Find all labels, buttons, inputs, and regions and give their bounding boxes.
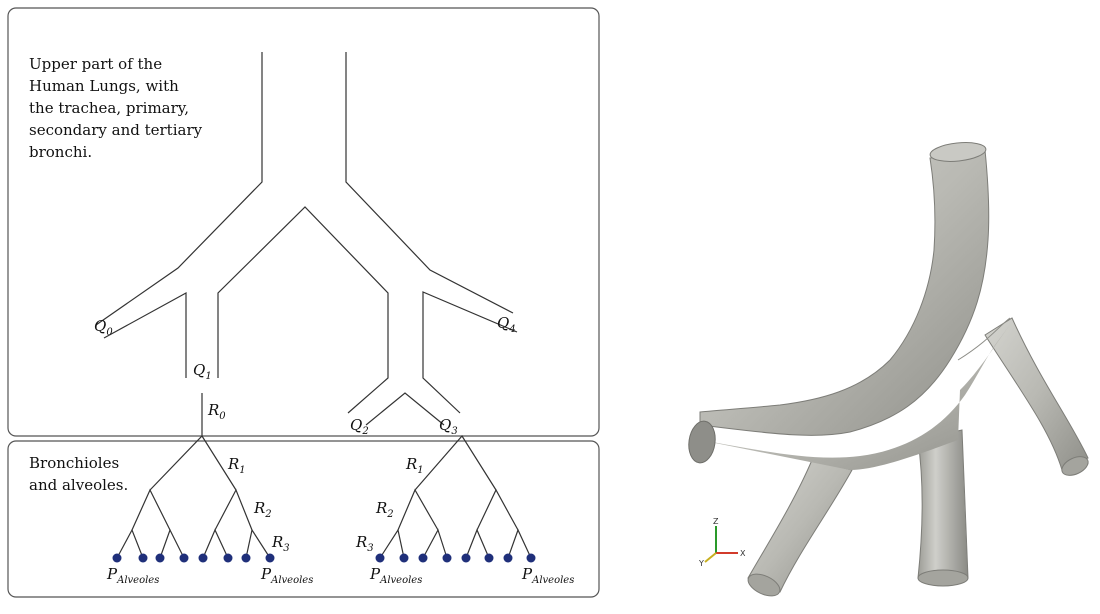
model-branch-lower-left	[747, 459, 853, 597]
resistance-label-r3-right: R3	[355, 533, 374, 554]
flow-label-q1: Q1	[193, 361, 212, 382]
svg-text:R2: R2	[375, 499, 394, 520]
bronchial-tree-outline	[95, 52, 518, 426]
svg-text:PAlveoles: PAlveoles	[369, 565, 422, 586]
left-tree-level1	[149, 435, 237, 491]
resistance-label-r1-left: R1	[227, 455, 246, 476]
svg-text:PAlveoles: PAlveoles	[106, 565, 159, 586]
svg-text:PAlveoles: PAlveoles	[521, 565, 574, 586]
branch-q3-q4-wall	[422, 291, 518, 414]
resistance-label-r1-right: R1	[405, 455, 424, 476]
alveole-node	[399, 553, 409, 563]
resistance-label-r2-left: R2	[253, 499, 272, 520]
left-tree-level3-d	[245, 528, 271, 559]
alveole-node	[112, 553, 122, 563]
pressure-label-alveoles-2: PAlveoles	[260, 565, 313, 586]
right-tree-level1	[414, 434, 497, 491]
model-main-body	[688, 142, 1012, 470]
model-branch-right	[984, 317, 1089, 476]
alveole-node	[418, 553, 428, 563]
branch-q0-inner-wall	[103, 291, 187, 378]
left-bronchiole-tree	[116, 435, 271, 559]
alveole-node	[484, 553, 494, 563]
alveole-node	[526, 553, 536, 563]
y-axis-label: Y	[698, 559, 704, 568]
axes-triad: Z Y X	[698, 517, 746, 568]
svg-text:Q0: Q0	[94, 317, 113, 338]
svg-text:Q2: Q2	[350, 416, 369, 437]
svg-text:Q3: Q3	[439, 416, 458, 437]
upper-airways-panel: Upper part of the Human Lungs, with the …	[7, 7, 600, 437]
upper-description: Upper part of the Human Lungs, with the …	[29, 55, 207, 161]
lower-panel-frame	[7, 440, 600, 598]
alveole-node	[138, 553, 148, 563]
left-tree-level3-c	[202, 528, 229, 559]
z-axis-label: Z	[713, 517, 719, 526]
left-tree-level2-a	[131, 488, 171, 531]
flow-label-q0: Q0	[94, 317, 113, 338]
carina-inner-wall	[217, 206, 389, 414]
right-tree-level3-b	[422, 528, 448, 559]
y-axis-arrow	[704, 552, 717, 563]
alveole-node	[241, 553, 251, 563]
svg-text:R2: R2	[253, 499, 272, 520]
right-tree-level3-c	[465, 528, 490, 559]
svg-text:R1: R1	[405, 455, 424, 476]
flow-label-q3: Q3	[439, 416, 458, 437]
left-tree-level3-b	[159, 528, 185, 559]
alveole-node	[155, 553, 165, 563]
right-tree-level2-b	[476, 488, 519, 531]
right-tree-level2-a	[397, 488, 439, 531]
pressure-label-alveoles-3: PAlveoles	[369, 565, 422, 586]
svg-text:R3: R3	[271, 533, 290, 554]
left-tree-level3-a	[116, 528, 144, 559]
alveole-node	[503, 553, 513, 563]
pressure-label-alveoles-1: PAlveoles	[106, 565, 159, 586]
alveole-node	[223, 553, 233, 563]
x-axis-label: X	[740, 549, 746, 558]
resistance-label-r2-right: R2	[375, 499, 394, 520]
alveole-node	[442, 553, 452, 563]
alveole-node	[375, 553, 385, 563]
right-tree-level3-d	[507, 528, 532, 559]
trachea-left-wall	[95, 52, 263, 326]
flow-label-q2: Q2	[350, 416, 369, 437]
right-bronchiole-tree	[379, 434, 532, 559]
svg-text:PAlveoles: PAlveoles	[260, 565, 313, 586]
right-tree-level3-a	[379, 528, 405, 559]
lower-airways-panel: Bronchioles and alveoles.	[7, 393, 600, 598]
svg-text:R3: R3	[355, 533, 374, 554]
upper-panel-frame	[7, 7, 600, 437]
trachea-right-wall	[345, 52, 514, 314]
lower-description: Bronchioles and alveoles.	[29, 454, 128, 494]
model-branch-middle	[917, 429, 969, 587]
left-tree-level2-b	[214, 488, 253, 531]
alveole-node	[265, 553, 275, 563]
pressure-label-alveoles-4: PAlveoles	[521, 565, 574, 586]
svg-text:Q4: Q4	[497, 314, 516, 335]
branch-q2-q3-crotch	[365, 392, 445, 426]
svg-text:Q1: Q1	[193, 361, 212, 382]
svg-text:R0: R0	[207, 401, 226, 422]
flow-label-q4: Q4	[497, 314, 516, 335]
alveole-node	[179, 553, 189, 563]
alveole-nodes	[112, 553, 536, 563]
airway-3d-model: Z Y X	[688, 142, 1089, 597]
svg-text:R1: R1	[227, 455, 246, 476]
alveole-node	[198, 553, 208, 563]
resistance-label-r3-left: R3	[271, 533, 290, 554]
resistance-label-r0: R0	[207, 401, 226, 422]
alveole-node	[461, 553, 471, 563]
